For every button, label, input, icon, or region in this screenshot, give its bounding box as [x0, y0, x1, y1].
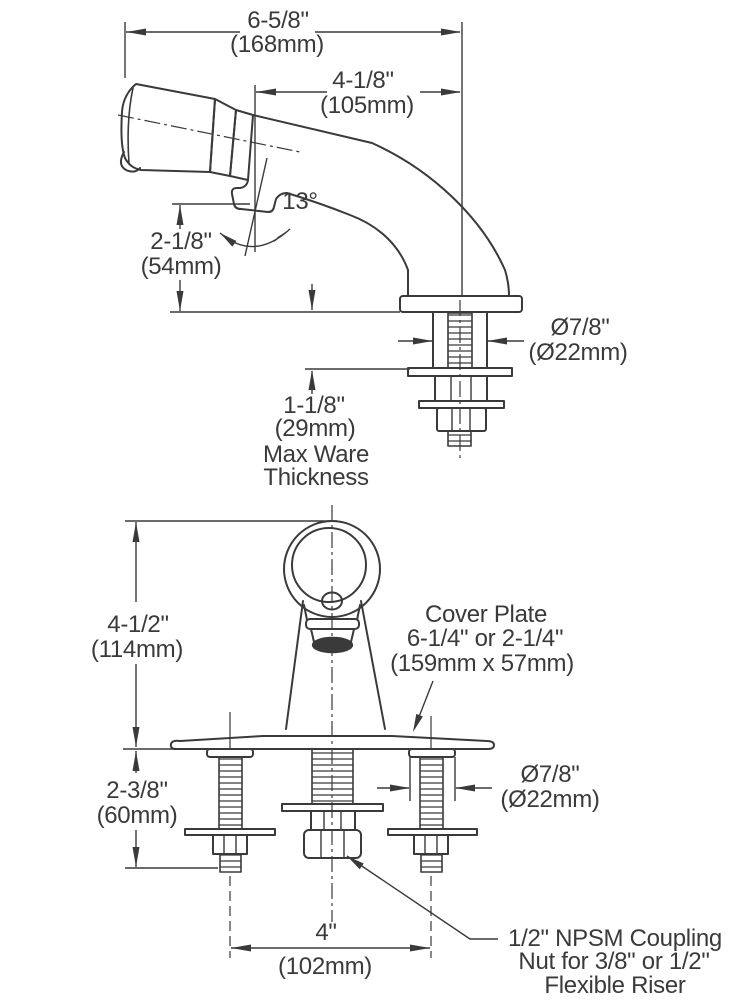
spout-bottom-outline	[230, 179, 409, 297]
head-ring-2	[229, 109, 254, 181]
note-coupling-line1: 1/2" NPSM Coupling	[508, 925, 722, 952]
dim-shank-dia-in: Ø7/8"	[550, 314, 610, 341]
side-view-centerlines	[117, 114, 461, 462]
dim-front-shank-dia-mm: (Ø22mm)	[500, 786, 600, 813]
dim-max-ware-mm: (29mm)	[274, 415, 356, 442]
note-max-ware-line1: Max Ware	[262, 441, 370, 468]
coupling-nut-top	[310, 810, 356, 831]
aerator-cup-right	[350, 628, 355, 643]
body-taper-right	[360, 600, 386, 730]
spout-top-outline	[252, 114, 510, 297]
front-view-dimensions	[123, 520, 498, 952]
note-cover-plate-line1: Cover Plate	[424, 601, 548, 628]
side-view-dimensions	[124, 22, 524, 394]
dim-below-deck-in: 2-3/8"	[106, 777, 168, 804]
aerator-hanger-left	[303, 604, 308, 621]
dim-spout-height-in: 2-1/8"	[150, 228, 212, 255]
dim-spout-reach-in: 4-1/8"	[332, 67, 394, 94]
dim-front-shank-dia-in: Ø7/8"	[520, 761, 580, 788]
dim-shank-dia-mm: (Ø22mm)	[528, 339, 628, 366]
base-flange	[399, 295, 523, 313]
front-view-centerlines	[229, 505, 432, 958]
note-coupling-line2: Nut for 3/8" or 1/2"	[518, 948, 710, 975]
head-axis-centerline	[117, 114, 301, 153]
aerator-hanger-right	[356, 604, 361, 621]
note-coupling-line3: Flexible Riser	[544, 972, 686, 999]
dim-max-ware-in: 1-1/8"	[283, 392, 345, 419]
spout-angle-line	[244, 157, 268, 257]
dim-spout-reach-mm: (105mm)	[320, 92, 414, 119]
dim-spout-angle: 13°	[282, 188, 318, 215]
note-cover-plate-line2: 6-1/4" or 2-1/4"	[406, 625, 564, 652]
head-ring-1	[209, 98, 237, 177]
spout-head-inner-circle	[291, 527, 367, 603]
dim-below-deck-mm: (60mm)	[96, 802, 178, 829]
shank-washer-2	[418, 400, 505, 409]
right-shank	[387, 748, 478, 873]
dim-overall-width-in: 6-5/8"	[247, 7, 309, 34]
spray-nozzle	[120, 151, 141, 173]
body-taper-left	[285, 600, 304, 730]
side-view-arrowheads	[126, 28, 507, 390]
coupling-leader	[346, 855, 498, 940]
dim-centers-in: 4"	[315, 919, 337, 946]
front-view-arrowheads	[132, 522, 475, 952]
note-max-ware-line2: Thickness	[263, 464, 369, 491]
spray-head	[120, 83, 216, 173]
dim-centers-mm: (102mm)	[278, 953, 372, 980]
left-shank	[184, 748, 276, 873]
spray-head-face-line	[127, 87, 134, 165]
dim-overall-height-in: 4-1/2"	[107, 611, 169, 638]
shank-hex-nut	[434, 375, 488, 402]
dim-spout-height-mm: (54mm)	[140, 253, 222, 280]
shank-lock-nut	[436, 407, 487, 432]
dim-overall-width-mm: (168mm)	[230, 31, 324, 58]
dim-overall-height-mm: (114mm)	[90, 636, 184, 663]
aerator-cup-left	[310, 628, 315, 643]
note-cover-plate-line3: (159mm x 57mm)	[390, 650, 574, 677]
